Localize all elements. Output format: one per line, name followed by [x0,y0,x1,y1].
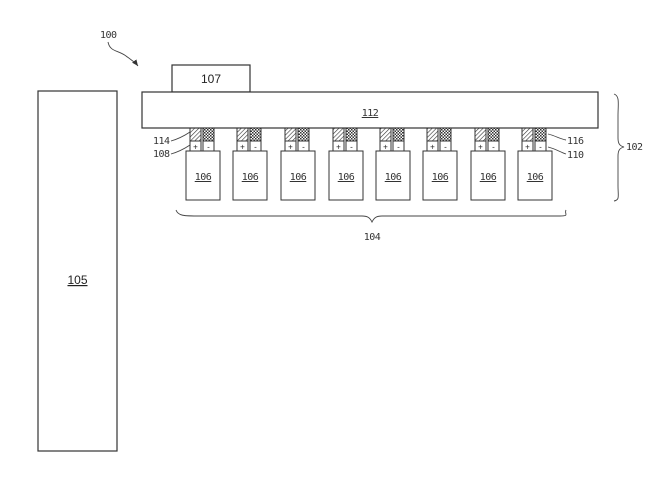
ref-label-116: 116 [567,136,584,147]
negative-sign: - [207,143,210,152]
cell-body [280,150,316,201]
positive-connector [521,127,534,142]
cell-body [232,150,268,201]
negative-sign: - [350,143,353,152]
component-112-label: 112 [362,108,379,119]
leader-114 [170,131,191,142]
component-105: 105 [37,90,118,452]
positive-sign: + [478,143,483,152]
cell-body [375,150,411,201]
negative-sign: - [397,143,400,152]
battery-cell: +- 106 [328,127,364,201]
negative-sign: - [492,143,495,152]
leader-116 [547,133,567,141]
positive-sign: + [240,143,245,152]
cell-label: 106 [290,172,307,183]
negative-connector [392,127,405,142]
ref-label-110: 110 [567,150,584,161]
negative-sign: - [444,143,447,152]
battery-cell: +- 106 [422,127,458,201]
negative-connector [345,127,358,142]
negative-sign: - [539,143,542,152]
component-107: 107 [171,64,251,93]
component-112: 112 [141,91,599,129]
positive-connector [284,127,297,142]
negative-sign: - [254,143,257,152]
component-105-label: 105 [67,273,87,287]
cell-body [422,150,458,201]
positive-connector [189,127,202,142]
battery-cell: +- 106 [232,127,268,201]
ref-label-114: 114 [153,136,170,147]
cell-label: 106 [195,172,212,183]
battery-cell: +- 106 [280,127,316,201]
cell-label: 106 [432,172,449,183]
positive-connector [426,127,439,142]
brace-102 [613,93,625,202]
leader-110 [547,146,567,155]
negative-connector [297,127,310,142]
leader-108 [170,144,191,155]
positive-sign: + [430,143,435,152]
ref-arrow-100 [107,41,139,67]
cell-label: 106 [385,172,402,183]
cell-body [328,150,364,201]
negative-connector [487,127,500,142]
ref-label-104: 104 [364,232,381,243]
cell-array: +-106+-106+-106+-106+-106+-106+-106+-106 [185,127,553,201]
cell-body [517,150,553,201]
positive-sign: + [193,143,198,152]
positive-connector [379,127,392,142]
battery-cell: +- 106 [517,127,553,201]
cell-label: 106 [480,172,497,183]
cell-body [470,150,506,201]
negative-connector [202,127,215,142]
battery-cell: +- 106 [375,127,411,201]
cell-label: 106 [527,172,544,183]
ref-label-100: 100 [100,30,117,41]
positive-sign: + [383,143,388,152]
negative-connector [439,127,452,142]
cell-label: 106 [242,172,259,183]
battery-cell: +- 106 [470,127,506,201]
brace-104 [175,209,567,224]
positive-connector [474,127,487,142]
ref-label-108: 108 [153,149,170,160]
component-107-label: 107 [201,72,221,86]
positive-connector [332,127,345,142]
positive-connector [236,127,249,142]
positive-sign: + [336,143,341,152]
ref-label-102: 102 [626,142,643,153]
positive-sign: + [288,143,293,152]
battery-cell: +- 106 [185,127,221,201]
negative-sign: - [302,143,305,152]
negative-connector [534,127,547,142]
positive-sign: + [525,143,530,152]
cell-label: 106 [338,172,355,183]
cell-body [185,150,221,201]
negative-connector [249,127,262,142]
